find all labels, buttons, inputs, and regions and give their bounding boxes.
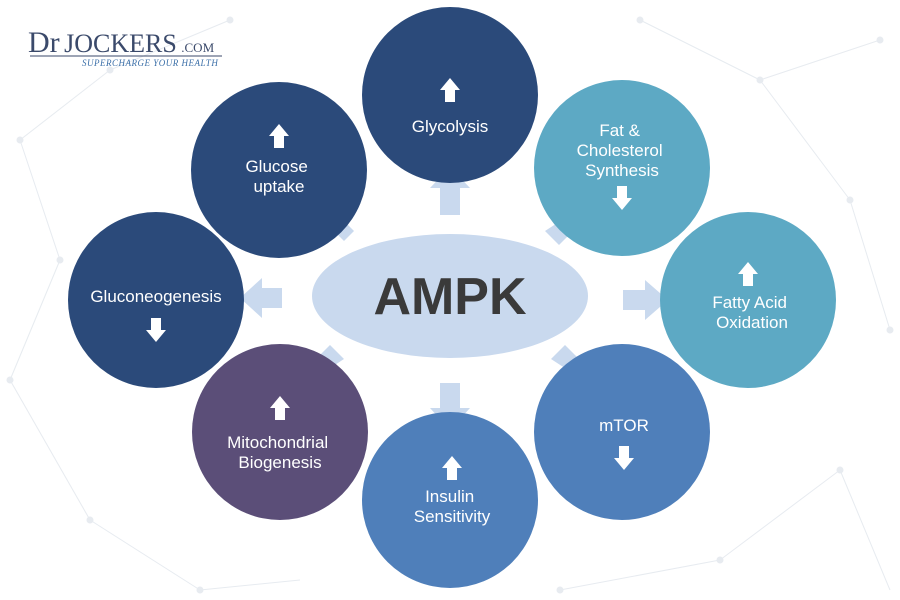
- up-arrow-icon: [270, 396, 290, 420]
- node-fat-cholesterol-synthesis: Fat & Cholesterol Synthesis: [534, 80, 710, 256]
- node-circle: [534, 344, 710, 520]
- up-arrow-icon: [442, 456, 462, 480]
- node-label: Insulin Sensitivity: [414, 487, 491, 526]
- arrow-to-fatty-acid-oxidation: [623, 280, 668, 320]
- node-insulin-sensitivity: Insulin Sensitivity: [362, 412, 538, 588]
- node-mitochondrial-biogenesis: Mitochondrial Biogenesis: [192, 344, 368, 520]
- node-circle: [191, 82, 367, 258]
- arrow-to-gluconeogenesis: [240, 278, 282, 318]
- logo-part2: Jockers: [64, 29, 177, 58]
- node-label: Glucose uptake: [245, 157, 312, 196]
- node-label: Fatty Acid Oxidation: [712, 293, 791, 332]
- node-label: Glycolysis: [412, 117, 489, 136]
- node-label: Mitochondrial Biogenesis: [227, 433, 333, 472]
- background-network: [6, 16, 894, 594]
- node-fatty-acid-oxidation: Fatty Acid Oxidation: [660, 212, 836, 388]
- center-label: AMPK: [373, 268, 527, 326]
- node-circle: [192, 344, 368, 520]
- logo-suffix: .com: [181, 40, 214, 55]
- node-circle: [362, 412, 538, 588]
- down-arrow-icon: [612, 186, 632, 210]
- node-circle: [534, 80, 710, 256]
- down-arrow-icon: [614, 446, 634, 470]
- center-ellipse: [312, 234, 588, 358]
- down-arrow-icon: [146, 318, 166, 342]
- logo-tagline: SUPERCHARGE YOUR HEALTH: [82, 58, 218, 68]
- node-gluconeogenesis: Gluconeogenesis: [68, 212, 244, 388]
- logo-wordmark: Dr Jockers .com: [28, 26, 215, 59]
- node-label: Gluconeogenesis: [90, 287, 221, 306]
- logo-part1: Dr: [28, 26, 60, 59]
- up-arrow-icon: [440, 78, 460, 102]
- up-arrow-icon: [738, 262, 758, 286]
- center-node: AMPK: [312, 234, 588, 358]
- node-label: mTOR: [599, 416, 649, 435]
- node-circle: [660, 212, 836, 388]
- logo: Dr Jockers .com SUPERCHARGE YOUR HEALTH: [28, 26, 222, 68]
- node-label: Fat & Cholesterol Synthesis: [577, 121, 668, 180]
- node-glycolysis: Glycolysis: [362, 7, 538, 183]
- node-mtor: mTOR: [534, 344, 710, 520]
- up-arrow-icon: [269, 124, 289, 148]
- node-circle: [68, 212, 244, 388]
- node-glucose-uptake: Glucose uptake: [191, 82, 367, 258]
